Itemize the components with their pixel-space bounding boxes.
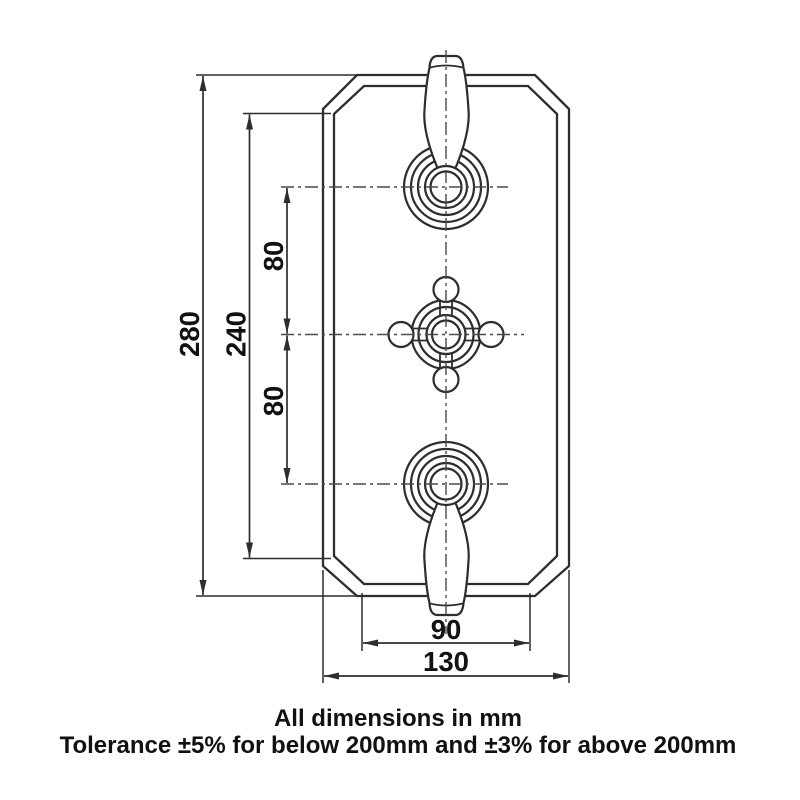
dim-label-80-bottom: 80 xyxy=(258,386,289,417)
dim-label-280: 280 xyxy=(174,311,205,357)
drawing-notes: All dimensions in mm Tolerance ±5% for b… xyxy=(60,705,737,759)
dim-label-80-top: 80 xyxy=(258,241,289,272)
note-tolerance: Tolerance ±5% for below 200mm and ±3% fo… xyxy=(60,732,737,759)
note-units: All dimensions in mm xyxy=(274,705,522,732)
dim-label-130: 130 xyxy=(423,646,469,677)
dimension-lines xyxy=(199,76,568,680)
crosshead-spokes xyxy=(412,301,480,368)
extension-lines xyxy=(196,74,570,683)
dim-label-240: 240 xyxy=(221,311,252,357)
top-lever-handle xyxy=(423,54,470,172)
dim-label-90: 90 xyxy=(431,614,462,645)
top-lever-cap-seam xyxy=(429,64,464,69)
centerlines xyxy=(281,50,524,634)
dimension-labels: 280 240 80 80 90 130 xyxy=(174,241,469,677)
